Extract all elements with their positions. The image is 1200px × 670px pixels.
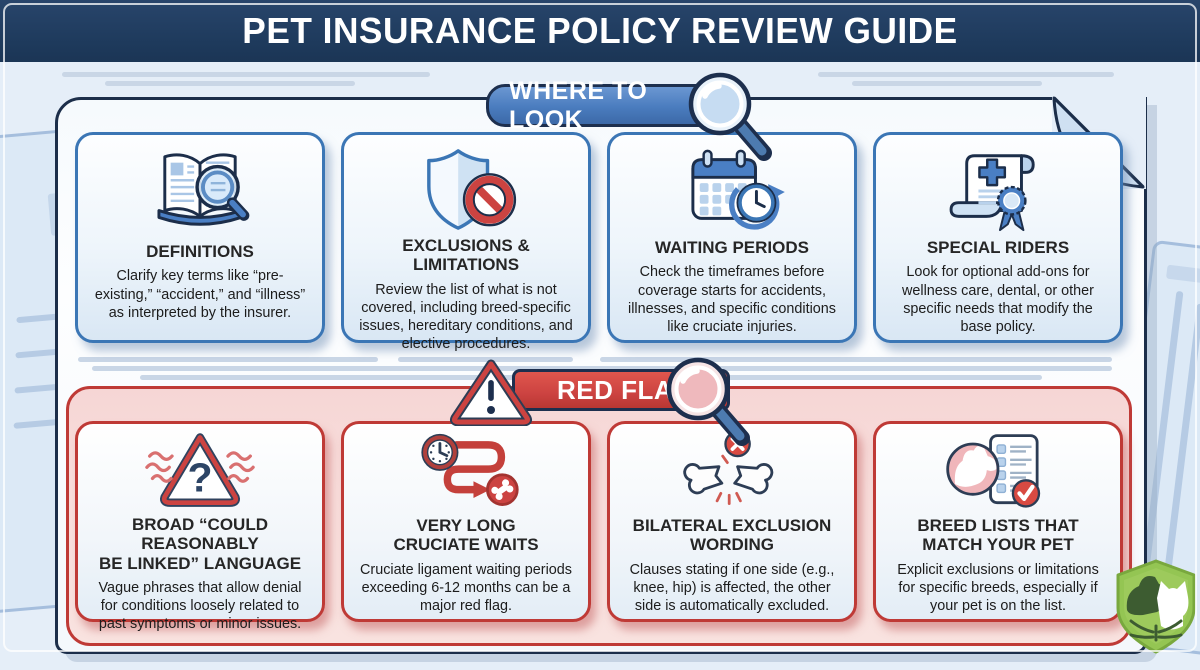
where-banner-label: WHERE TO LOOK [509, 76, 648, 134]
warning-triangle-icon [450, 359, 532, 426]
sheet-text-line [398, 357, 573, 362]
card-title: BILATERAL EXCLUSION WORDING [632, 515, 832, 555]
where-to-look-banner: WHERE TO LOOK [486, 77, 724, 134]
card-title: BROAD “COULD REASONABLY BE LINKED” LANGU… [98, 515, 302, 573]
magnifier-icon [688, 72, 772, 161]
where-cards-row: DEFINITIONS Clarify key terms like “pre-… [75, 132, 1123, 352]
header-bar: PET INSURANCE POLICY REVIEW GUIDE [0, 0, 1200, 62]
book-magnifier-icon [141, 145, 259, 239]
card-body: Check the timeframes before coverage sta… [628, 264, 836, 335]
sheet-text-line [600, 357, 1112, 362]
card-title: VERY LONG CRUCIATE WAITS [393, 515, 539, 555]
card-title: DEFINITIONS [146, 242, 254, 261]
card-body: Review the list of what is not covered, … [359, 281, 573, 353]
card-special-riders: SPECIAL RIDERS Look for optional add-ons… [873, 132, 1123, 343]
card-title: BREED LISTS THAT MATCH YOUR PET [917, 515, 1079, 555]
page-title: PET INSURANCE POLICY REVIEW GUIDE [242, 10, 958, 51]
magnifier-icon [666, 357, 750, 446]
card-body: Cruciate ligament waiting periods exceed… [360, 561, 572, 614]
svg-text:?: ? [187, 455, 212, 501]
pet-shield-logo [1116, 559, 1196, 654]
dog-list-check-icon [939, 430, 1057, 513]
sheet-text-line [78, 357, 378, 362]
card-bilateral-exclusion: BILATERAL EXCLUSION WORDING Clauses stat… [607, 421, 857, 622]
sheet-text-line [612, 375, 1042, 380]
sheet-text-line [140, 375, 560, 380]
bg-text-line [62, 72, 430, 77]
bg-text-line [105, 81, 355, 86]
warning-question-icon: ? [141, 430, 259, 512]
card-title: WAITING PERIODS [655, 238, 809, 258]
card-definitions: DEFINITIONS Clarify key terms like “pre-… [75, 132, 325, 343]
card-breed-lists: BREED LISTS THAT MATCH YOUR PET Explicit… [873, 421, 1123, 622]
calendar-clock-icon [673, 145, 791, 235]
card-waiting-periods: WAITING PERIODS Check the timeframes bef… [607, 132, 857, 343]
card-body: Clauses stating if one side (e.g., knee,… [629, 561, 835, 614]
card-body: Vague phrases that allow denial for cond… [98, 580, 302, 633]
bg-text-line [852, 81, 1042, 86]
card-body: Look for optional add-ons for wellness c… [902, 264, 1094, 335]
bg-text-line [818, 72, 1114, 77]
shield-ban-icon [407, 145, 525, 233]
card-broad-language: ? BROAD “COULD REASONABLY BE LINKED” LAN… [75, 421, 325, 632]
bg-doc-line [1165, 264, 1200, 285]
card-title: SPECIAL RIDERS [926, 238, 1070, 258]
card-body: Explicit exclusions or limitations for s… [897, 561, 1099, 614]
card-cruciate-waits: VERY LONG CRUCIATE WAITS Cruciate ligame… [341, 421, 591, 622]
card-exclusions: EXCLUSIONS & LIMITATIONS Review the list… [341, 132, 591, 352]
clock-path-bone-icon [407, 430, 525, 513]
scroll-ribbon-icon [939, 145, 1057, 235]
card-title: EXCLUSIONS & LIMITATIONS [402, 236, 530, 275]
red-flags-cards-row: ? BROAD “COULD REASONABLY BE LINKED” LAN… [75, 421, 1123, 632]
sheet-text-line [92, 366, 1112, 371]
card-body: Clarify key terms like “pre-existing,” “… [94, 268, 306, 321]
